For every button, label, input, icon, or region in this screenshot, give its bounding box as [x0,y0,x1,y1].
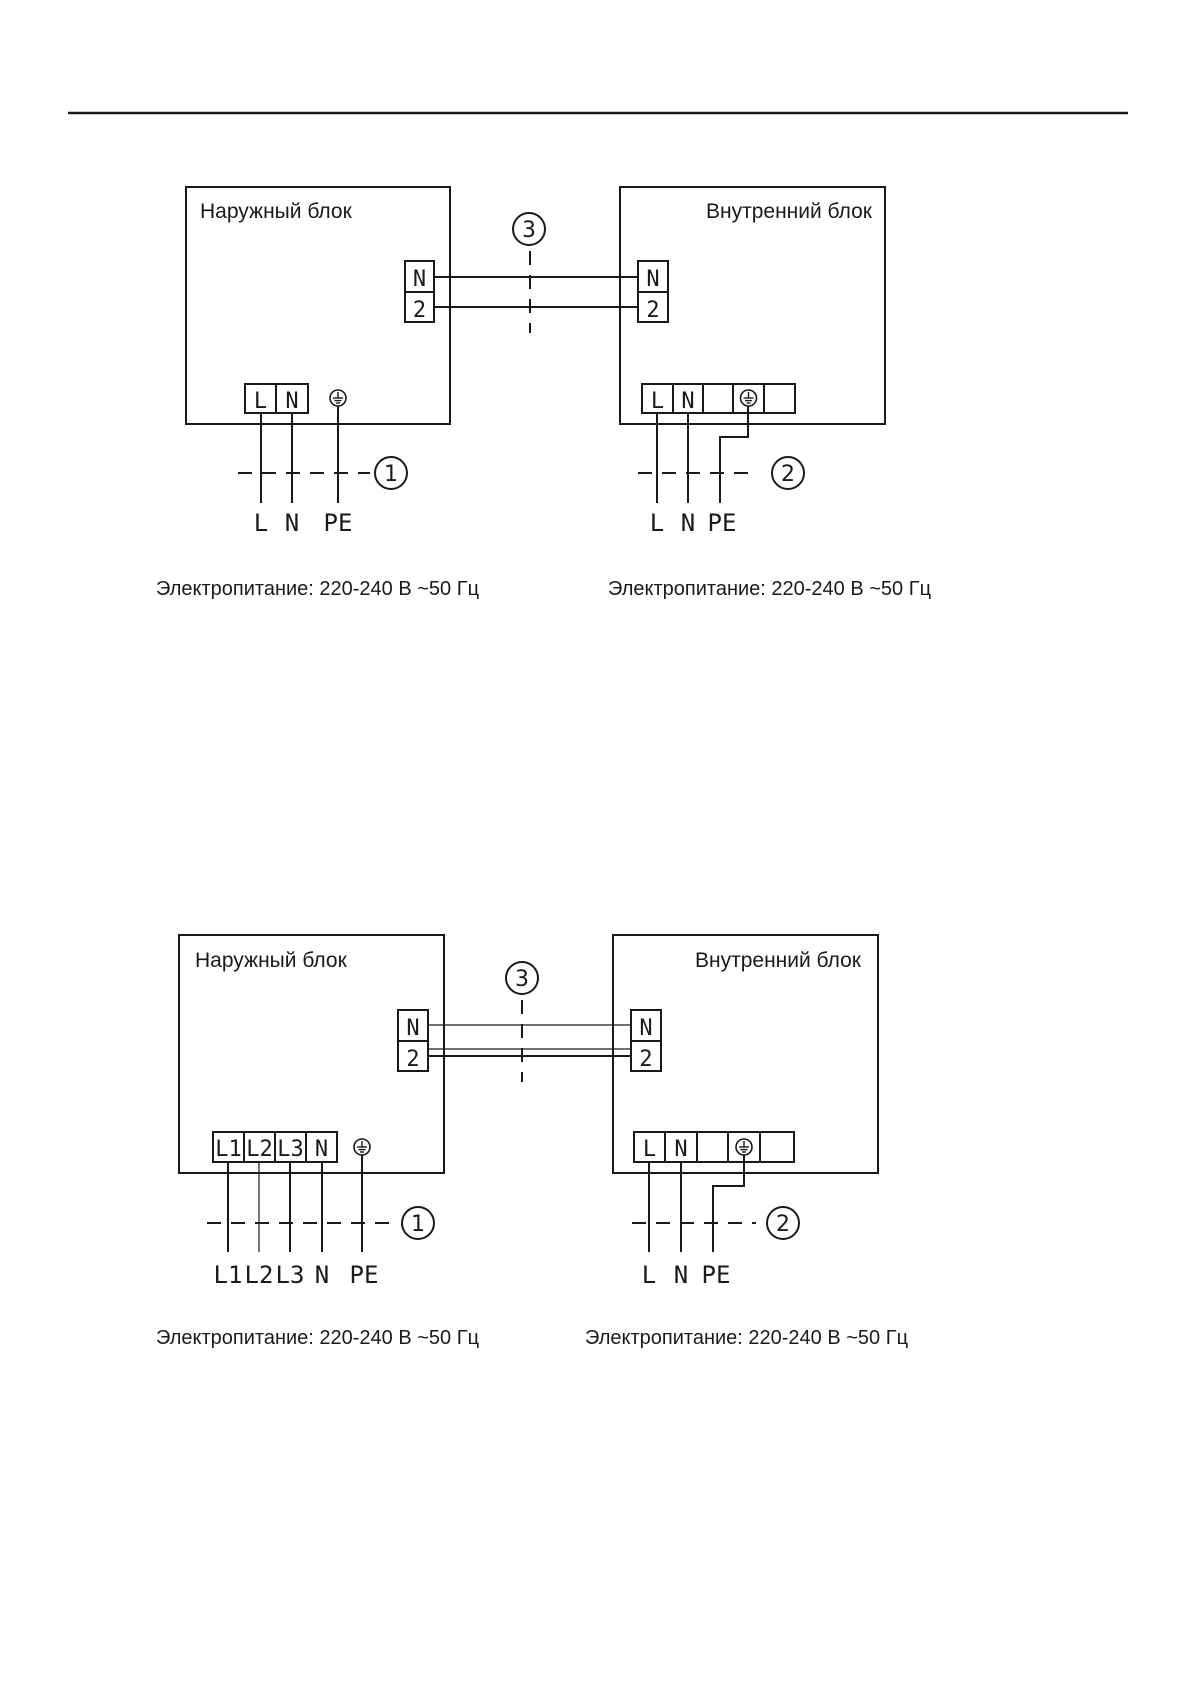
indoor-terminal-l: L [651,389,664,414]
indoor-power-caption: Электропитание: 220-240 В ~50 Гц [608,578,931,600]
indoor-terminal-n: N [681,389,694,414]
outdoor-unit-title: Наружный блок [195,949,348,972]
marker-1: 1 [411,1212,425,1237]
marker-3: 3 [515,967,529,992]
marker-3: 3 [522,218,536,243]
marker-1: 1 [384,462,398,487]
outdoor-terminal-n: N [315,1137,328,1162]
indoor-wire-label-n: N [681,509,695,537]
outdoor-unit-box [178,934,445,1174]
outdoor-wire-label-n: N [315,1261,329,1289]
marker-3-circle [512,212,546,246]
marker-2-circle [771,456,805,490]
outdoor-terminal-l3: L3 [277,1137,304,1162]
outdoor-terminal-l2: L2 [246,1137,273,1162]
indoor-terminal-n: N [674,1137,687,1162]
ground-terminal-icon [329,389,347,407]
indoor-power-caption: Электропитание: 220-240 В ~50 Гц [585,1327,908,1349]
outdoor-power-terminal-block: L1 L2 L3 N [212,1131,338,1163]
indoor-unit-box [619,186,886,425]
indoor-terminal-l: L [643,1137,656,1162]
marker-1-circle [374,456,408,490]
outdoor-unit-box [185,186,451,425]
outdoor-wire-label-l: L [254,509,268,537]
indoor-unit-title: Внутренний блок [695,949,862,972]
indoor-wire-label-pe: PE [702,1261,731,1289]
ground-terminal-icon [735,1138,753,1156]
outdoor-wire-label-l1: L1 [214,1261,243,1289]
indoor-link-terminal-2: 2 [646,298,659,323]
marker-1-circle [401,1206,435,1240]
indoor-wire-label-l: L [642,1261,656,1289]
outdoor-link-terminal-n: N [413,267,426,292]
indoor-link-terminal-2: 2 [639,1047,652,1072]
marker-3-circle [505,961,539,995]
outdoor-unit-title: Наружный блок [200,200,353,223]
indoor-power-terminal-block: L N [633,1131,795,1163]
outdoor-wire-label-n: N [285,509,299,537]
indoor-link-terminal-n: N [646,267,659,292]
indoor-link-terminal-block: N 2 [637,260,669,323]
indoor-wire-label-l: L [650,509,664,537]
outdoor-wire-label-pe: PE [324,509,353,537]
indoor-link-terminal-block: N 2 [630,1009,662,1072]
outdoor-power-caption: Электропитание: 220-240 В ~50 Гц [156,578,479,600]
marker-2-circle [766,1206,800,1240]
indoor-unit-title: Внутренний блок [706,200,873,223]
outdoor-terminal-n: N [285,389,298,414]
indoor-wire-label-pe: PE [708,509,737,537]
diagram-1: Наружный блок Внутренний блок N 2 N 2 3 [156,186,931,600]
marker-2: 2 [781,462,795,487]
diagram-2: Наружный блок Внутренний блок N 2 N 2 3 [156,934,908,1349]
indoor-unit-box [612,934,879,1174]
indoor-wire-label-n: N [674,1261,688,1289]
marker-2: 2 [776,1212,790,1237]
outdoor-wire-label-l3: L3 [276,1261,305,1289]
outdoor-link-terminal-2: 2 [406,1047,419,1072]
outdoor-link-terminal-block: N 2 [397,1009,429,1072]
outdoor-wire-label-l2: L2 [245,1261,274,1289]
outdoor-power-caption: Электропитание: 220-240 В ~50 Гц [156,1327,479,1349]
outdoor-power-terminal-block: L N [244,383,309,414]
outdoor-link-terminal-2: 2 [413,298,426,323]
outdoor-link-terminal-block: N 2 [404,260,435,323]
outdoor-terminal-l1: L1 [215,1137,242,1162]
ground-terminal-icon [739,389,758,407]
indoor-link-terminal-n: N [639,1016,652,1041]
ground-terminal-icon [353,1138,371,1156]
indoor-power-terminal-block: L N [641,383,796,414]
outdoor-wire-label-pe: PE [350,1261,379,1289]
outdoor-link-terminal-n: N [406,1016,419,1041]
outdoor-terminal-l: L [254,389,267,414]
